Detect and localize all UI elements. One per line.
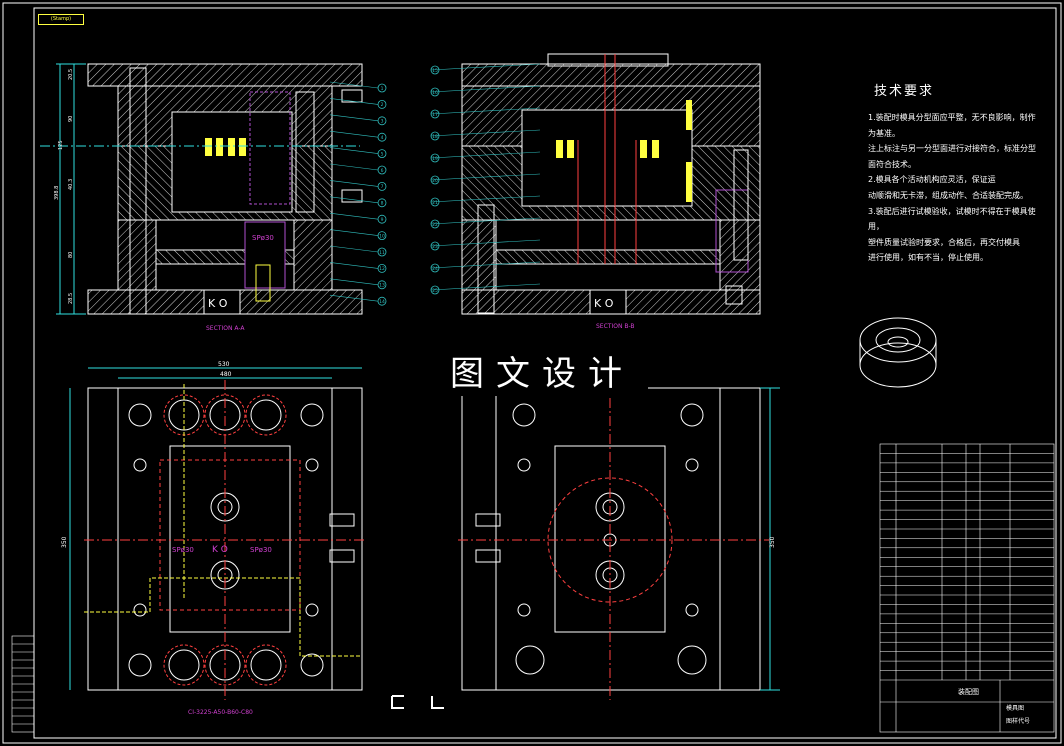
balloon: 6 [329,163,387,175]
section-a-label: SECTION A-A [206,325,245,332]
balloon: 25 [430,283,541,295]
balloon: 16 [430,85,541,97]
balloon-label: 8 [381,201,384,207]
balloon-label: 14 [379,299,385,305]
balloon: 12 [329,262,387,273]
sp-label-c: SPø30 [250,546,272,554]
balloon: 3 [329,114,387,126]
balloon: 7 [329,180,387,191]
corner-mark-left [391,695,404,709]
balloon-label: 1 [381,86,384,92]
balloon-label: 22 [432,222,438,228]
sp-label-b: SPø30 [172,546,194,554]
section-a-a-view [40,63,363,315]
balloon: 24 [430,261,541,273]
plan-view-left [69,367,366,700]
balloon-label: 25 [432,288,438,294]
tech-requirement-line: 进行使用，如有不当，停止使用。 [868,253,988,263]
tech-requirement-line: 动顺滑和无卡滞，组成动作、合适装配完成。 [868,190,1028,200]
balloon-label: 9 [381,217,384,223]
dim-left-1: 20.5 [68,69,74,80]
balloon-label: 19 [432,156,438,162]
plan-caption: CI-3225-A50-B60-C80 [188,709,253,716]
balloon-label: 10 [379,233,385,239]
balloon-label: 12 [379,266,385,272]
bom-table [879,443,1055,733]
tech-requirements-title: 技术要求 [874,84,935,99]
sp-label-a: SPø30 [252,234,274,242]
balloon-label: 18 [432,134,438,140]
title-block-sub: 模具图 [1006,704,1024,712]
balloon-label: 6 [381,168,384,174]
balloon: 5 [329,147,387,159]
tech-requirement-line: 塑件质量试验时要求，合格后，再交付模具 [868,237,1020,247]
ko-label-c: K O [212,545,228,555]
balloon-label: 2 [381,102,384,108]
balloon: 2 [329,98,387,109]
tech-requirement-line: 注上标注与另一分型面进行对接符合，标准分型面符合技术。 [868,144,1036,169]
balloon: 17 [430,107,541,119]
stamp: (Stamp) [38,14,84,25]
balloon: 22 [430,217,541,229]
balloon: 20 [430,173,541,185]
balloon: 10 [329,229,387,241]
balloon: 14 [329,294,387,306]
balloon: 11 [329,245,387,257]
ko-label-a: K O [208,297,228,310]
balloon-label: 13 [379,283,385,289]
dim-left-3: 125 [58,140,64,150]
tech-requirement-line: 1.装配时模具分型面应平整，无不良影响，制作为基准。 [868,113,1036,138]
corner-mark-right [431,696,444,709]
balloon: 1 [329,81,387,93]
inner-border [33,7,1057,739]
balloon-label: 21 [432,200,438,206]
balloon-label: 7 [381,184,384,190]
balloon-label: 11 [379,250,385,256]
dim-top-width: 530 [218,361,230,368]
dim-left-total: 398.8 [54,186,60,200]
dim-left-6: 28.5 [68,293,74,304]
balloon: 9 [329,212,387,224]
balloon: 23 [430,239,541,251]
balloon: 21 [430,195,541,207]
balloon-label: 23 [432,244,438,250]
balloon-label: 3 [381,119,384,125]
title-block-code: 图样代号 [1006,717,1030,725]
dim-left-5: 80 [68,252,74,258]
plan-view-right [458,380,780,700]
ko-label-b: K O [594,297,614,310]
balloon: 8 [329,196,387,208]
balloon-label: 17 [432,112,438,118]
bom-rows [880,453,1054,671]
section-b-b-view [461,53,761,315]
dim-left-2: 90 [68,116,74,122]
dim-height-left: 350 [61,536,68,548]
balloon-label: 4 [381,135,384,141]
dim-inner-width: 480 [220,371,232,378]
title-block-title: 装配图 [958,687,979,696]
section-b-label: SECTION B-B [596,323,635,330]
dim-left-4: 40.3 [68,179,74,190]
balloon: 18 [430,129,541,141]
balloon: 19 [430,151,541,163]
balloon: 15 [430,63,541,75]
balloon: 13 [329,278,387,290]
tech-requirements-list: 1.装配时模具分型面应平整，无不良影响，制作为基准。 注上标注与另一分型面进行对… [868,110,1038,266]
balloon: 4 [329,130,387,142]
balloons-right: 15 16 17 18 19 20 21 22 23 24 25 [430,63,541,295]
tech-requirement-line: 2.模具各个活动机构应灵活，保证运 [868,175,996,185]
tech-requirement-line: 3.装配后进行试模验收，试模时不得在于模具使用， [868,206,1036,232]
balloon-label: 5 [381,151,384,157]
balloon-label: 16 [432,90,438,96]
balloon-label: 24 [432,266,438,272]
watermark: 图文设计 [436,352,648,396]
balloon-label: 15 [432,68,438,74]
part-3d-view [859,317,937,388]
dim-height-right: 350 [769,536,776,548]
balloon-label: 20 [432,178,438,184]
